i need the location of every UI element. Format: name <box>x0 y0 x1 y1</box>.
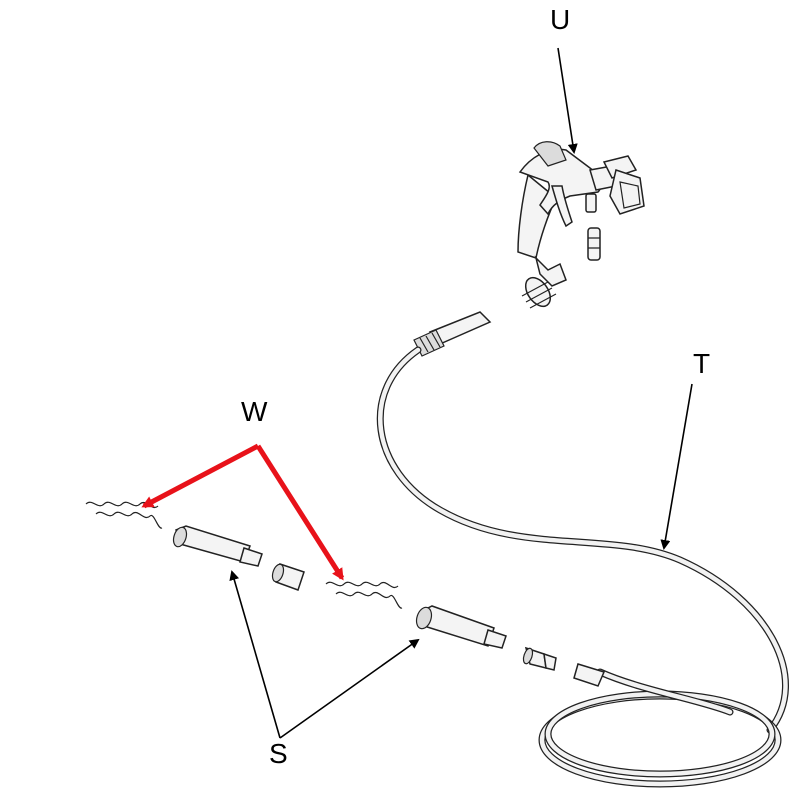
pointer-s <box>229 570 420 739</box>
adapter-fitting <box>522 646 557 671</box>
pointer-w <box>141 443 345 581</box>
callout-s-label: S <box>269 738 288 769</box>
callout-t-label: T <box>693 348 711 379</box>
pointer-t <box>660 383 693 550</box>
coupler-nut <box>271 563 305 591</box>
extension-tube-upper <box>172 525 263 567</box>
callout-w-label: W <box>241 396 268 427</box>
filter-screen-right <box>325 581 403 609</box>
spray-gun <box>517 141 645 309</box>
pointer-u <box>557 47 578 154</box>
swivel-spring <box>521 276 557 309</box>
filter-screen-left <box>85 501 163 529</box>
callout-u-label: U <box>550 4 571 35</box>
paint-hose <box>376 311 789 788</box>
extension-tube-lower <box>415 605 507 649</box>
